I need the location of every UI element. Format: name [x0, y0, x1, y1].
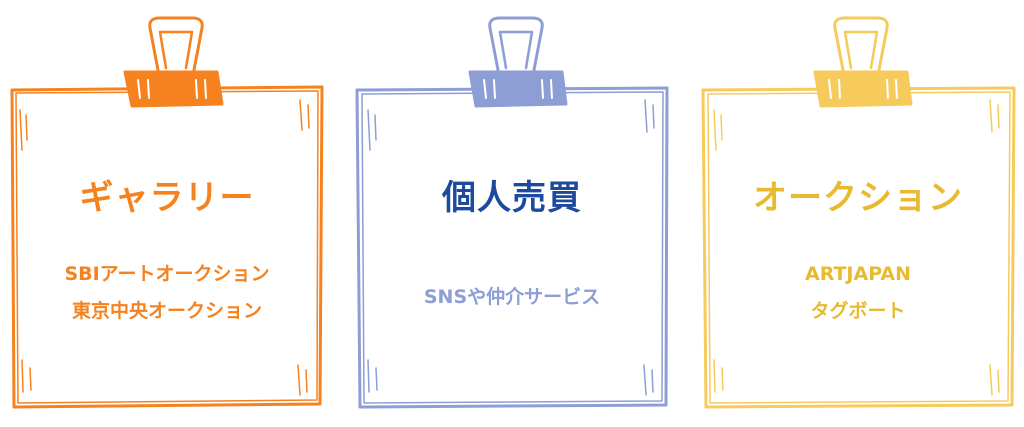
card-title: 個人売買 — [442, 178, 582, 218]
card-gallery-text: ギャラリー SBIアートオークション 東京中央オークション — [12, 0, 322, 427]
note-card-personal — [355, 16, 669, 409]
card-title: ギャラリー — [79, 178, 255, 218]
card-auction-text: オークション ARTJAPAN タグボート — [703, 0, 1013, 427]
card-lines: ARTJAPAN タグボート — [703, 256, 1013, 330]
card-line: SBIアートオークション — [64, 263, 270, 285]
card-personal-text: 個人売買 SNSや仲介サービス — [357, 0, 667, 427]
card-line: 東京中央オークション — [71, 300, 262, 322]
card-line: タグボート — [810, 300, 906, 322]
card-line: ARTJAPAN — [804, 263, 911, 285]
card-lines: SNSや仲介サービス — [357, 279, 667, 316]
card-title: オークション — [753, 178, 963, 218]
note-card-auction — [701, 16, 1016, 409]
note-card-gallery — [10, 16, 324, 409]
card-line: SNSや仲介サービス — [423, 286, 601, 308]
card-lines: SBIアートオークション 東京中央オークション — [12, 256, 322, 330]
